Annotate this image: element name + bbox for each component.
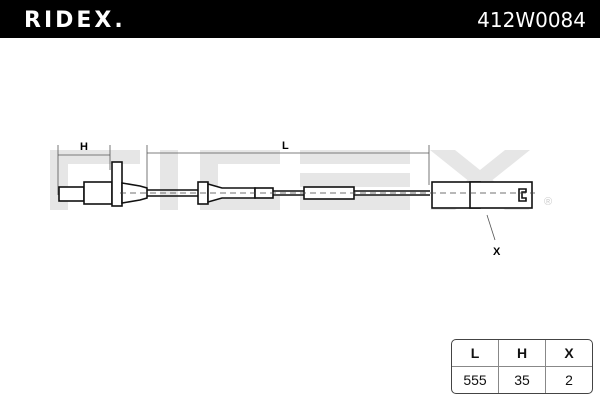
spec-header-l: L xyxy=(452,340,499,367)
spec-value-l: 555 xyxy=(452,367,499,393)
spec-table: L H X 555 35 2 xyxy=(451,339,593,394)
spec-value-h: 35 xyxy=(499,367,546,393)
brand-logo: RIDEX. xyxy=(24,8,126,33)
spec-header-h: H xyxy=(499,340,546,367)
callout-x-label: X xyxy=(493,246,501,258)
dimension-lines xyxy=(57,145,496,241)
spec-header-x: X xyxy=(546,340,592,367)
sensor-diagram: ® H L X xyxy=(50,140,552,258)
dim-l-label: L xyxy=(282,140,289,152)
header-bar: RIDEX. 412W0084 xyxy=(0,0,600,38)
spec-value-x: 2 xyxy=(565,372,573,388)
part-number: 412W0084 xyxy=(477,8,586,32)
dim-h-label: H xyxy=(80,141,88,153)
registered-mark: ® xyxy=(544,196,552,208)
